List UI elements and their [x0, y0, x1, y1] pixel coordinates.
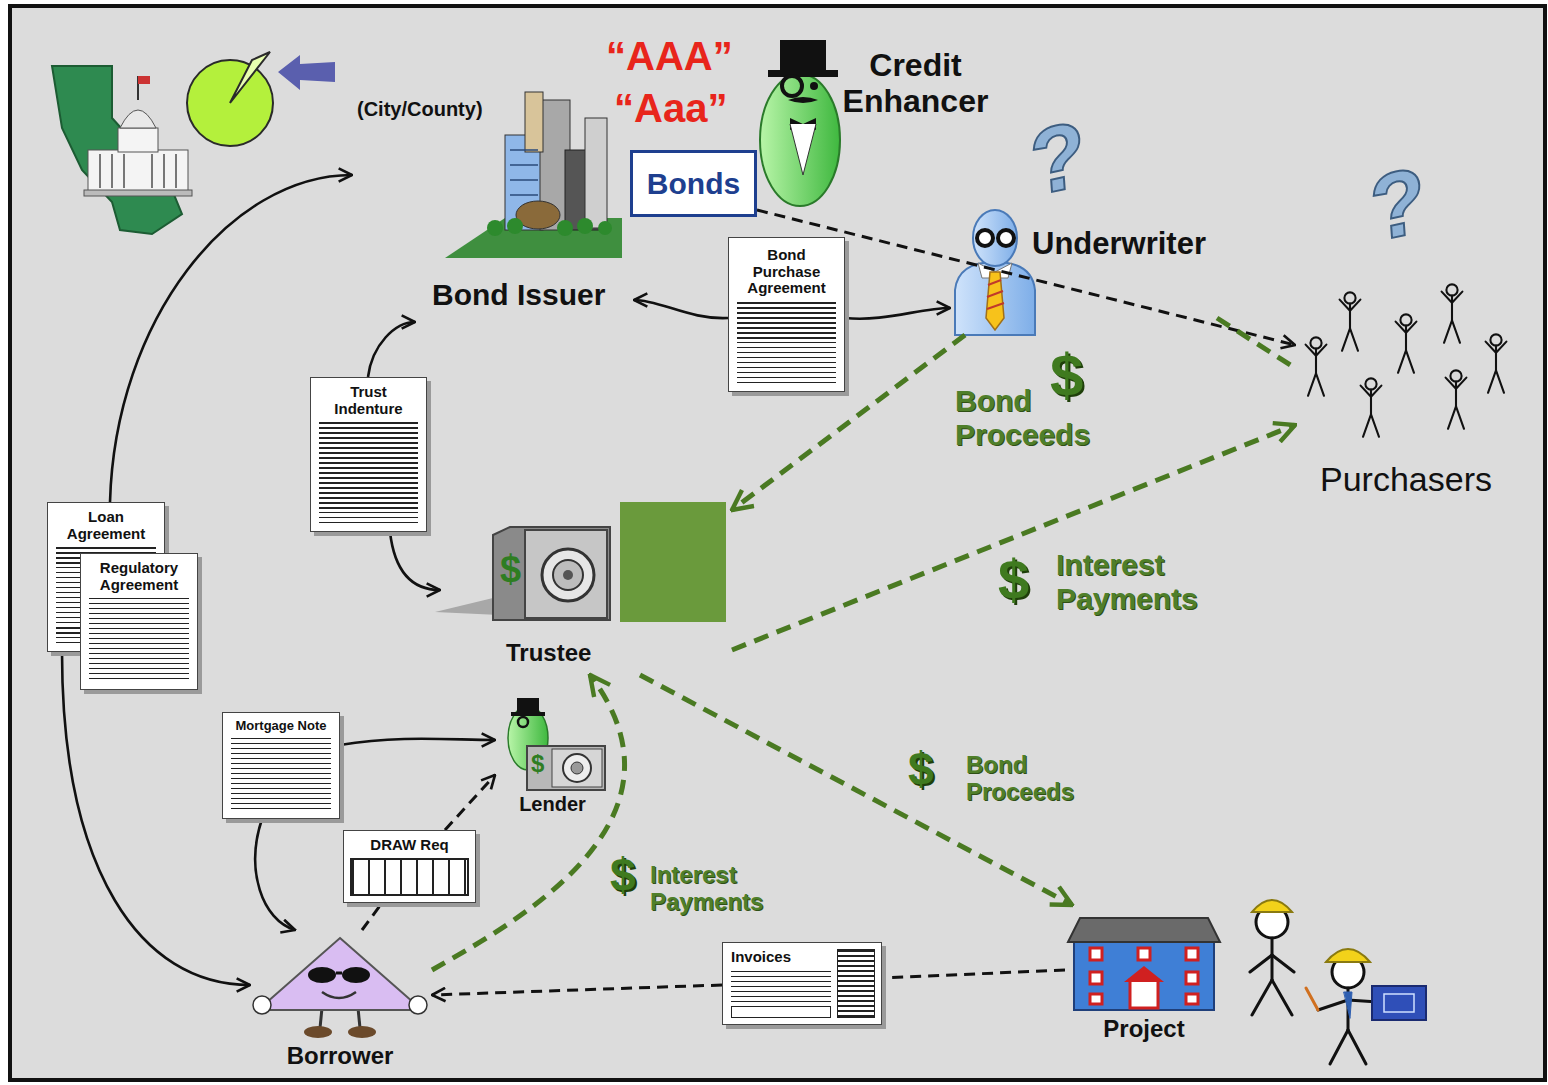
rating-label: “AAA” [606, 36, 733, 76]
credit-enhancer-figure [760, 40, 840, 206]
document-lines [89, 598, 189, 681]
money-flow-arrow [732, 425, 1295, 650]
document-title: Invoices [723, 943, 837, 966]
borrower: Borrower [250, 930, 432, 1076]
edge-label: Interest Payments [650, 862, 820, 916]
document-title: Bond Purchase Agreement [729, 238, 844, 297]
node-label: Project [1065, 1016, 1223, 1043]
box-label: Bonds [647, 167, 740, 201]
dollar-sign: $ [1050, 346, 1083, 406]
dollar-sign: $ [998, 552, 1029, 608]
document-lines [231, 738, 331, 810]
form-cells [350, 858, 469, 897]
document-arrow [340, 739, 495, 745]
money-flow-arrow [1217, 318, 1295, 368]
safe-dollar-sign: $ [531, 752, 544, 776]
document-title: Regulatory Agreement [81, 554, 197, 593]
rating-label: “Aaa” [614, 88, 727, 128]
question-mark: ? [1367, 152, 1428, 256]
document-title: DRAW Req [344, 831, 475, 854]
document-lines [737, 302, 836, 384]
invoice-total-box [731, 1006, 831, 1018]
trustee-safe [435, 502, 726, 622]
regulatory-agreement: Regulatory Agreement [80, 553, 198, 690]
dashed-connector [882, 970, 1065, 978]
node-label: Credit Enhancer [838, 48, 993, 120]
project: Project [1065, 905, 1225, 1045]
document-arrow [845, 308, 950, 319]
frame [10, 6, 1545, 1080]
state-capitol [52, 66, 192, 234]
document-title: Trust Indenture [311, 378, 426, 417]
purchaser-figures [1306, 284, 1507, 436]
bond-purchase-agreement: Bond Purchase Agreement [728, 237, 845, 392]
workers [1250, 900, 1426, 1064]
dashed-connector [362, 903, 382, 930]
invoices: Invoices [722, 942, 882, 1025]
credit-enhancer: Credit Enhancer [758, 38, 995, 210]
money-flow-arrow [432, 675, 625, 970]
document-arrow [390, 532, 440, 590]
mortgage-note: Mortgage Note [222, 712, 340, 819]
node-label: Underwriter [1032, 227, 1215, 262]
purchasers: Purchasers [1295, 280, 1523, 512]
bonds-box: Bonds [630, 150, 757, 217]
dashed-connector [445, 775, 495, 830]
node-label: Lender [495, 793, 610, 815]
underwriter-figure [955, 210, 1035, 335]
node-label: (City/County) [357, 98, 507, 120]
invoice-column [837, 949, 875, 1018]
invoice-body: Invoices [723, 943, 837, 1024]
lender: Lender [495, 695, 612, 820]
draw-request: DRAW Req [343, 830, 476, 903]
edge-label: Interest Payments [1056, 548, 1226, 615]
node-label: Trustee [506, 640, 626, 667]
node-label: Purchasers [1320, 460, 1520, 498]
document-arrow [255, 819, 295, 930]
node-label: Bond Issuer [432, 278, 632, 312]
pie-chart [187, 52, 335, 146]
document-arrow [368, 322, 415, 377]
dollar-sign: $ [610, 852, 636, 898]
question-mark: ? [1027, 106, 1088, 210]
dollar-sign: $ [908, 746, 934, 792]
edge-label: Bond Proceeds [966, 752, 1116, 806]
document-lines [319, 422, 418, 523]
underwriter: Underwriter [950, 205, 1217, 335]
bond-issuer: (City/County) Bond Issuer [352, 92, 634, 322]
trustee: Trustee [440, 500, 732, 675]
safe-dollar-sign: $ [500, 550, 521, 588]
document-arrow [634, 300, 728, 318]
lender-figure [508, 698, 605, 790]
project-building [1068, 918, 1220, 1010]
document-title: Mortgage Note [223, 713, 339, 733]
document-title: Loan Agreement [48, 503, 164, 542]
trust-indenture: Trust Indenture [310, 377, 427, 532]
borrower-figure [253, 938, 427, 1038]
dashed-connector [432, 985, 722, 995]
document-lines [731, 971, 831, 1003]
node-label: Borrower [250, 1043, 430, 1070]
